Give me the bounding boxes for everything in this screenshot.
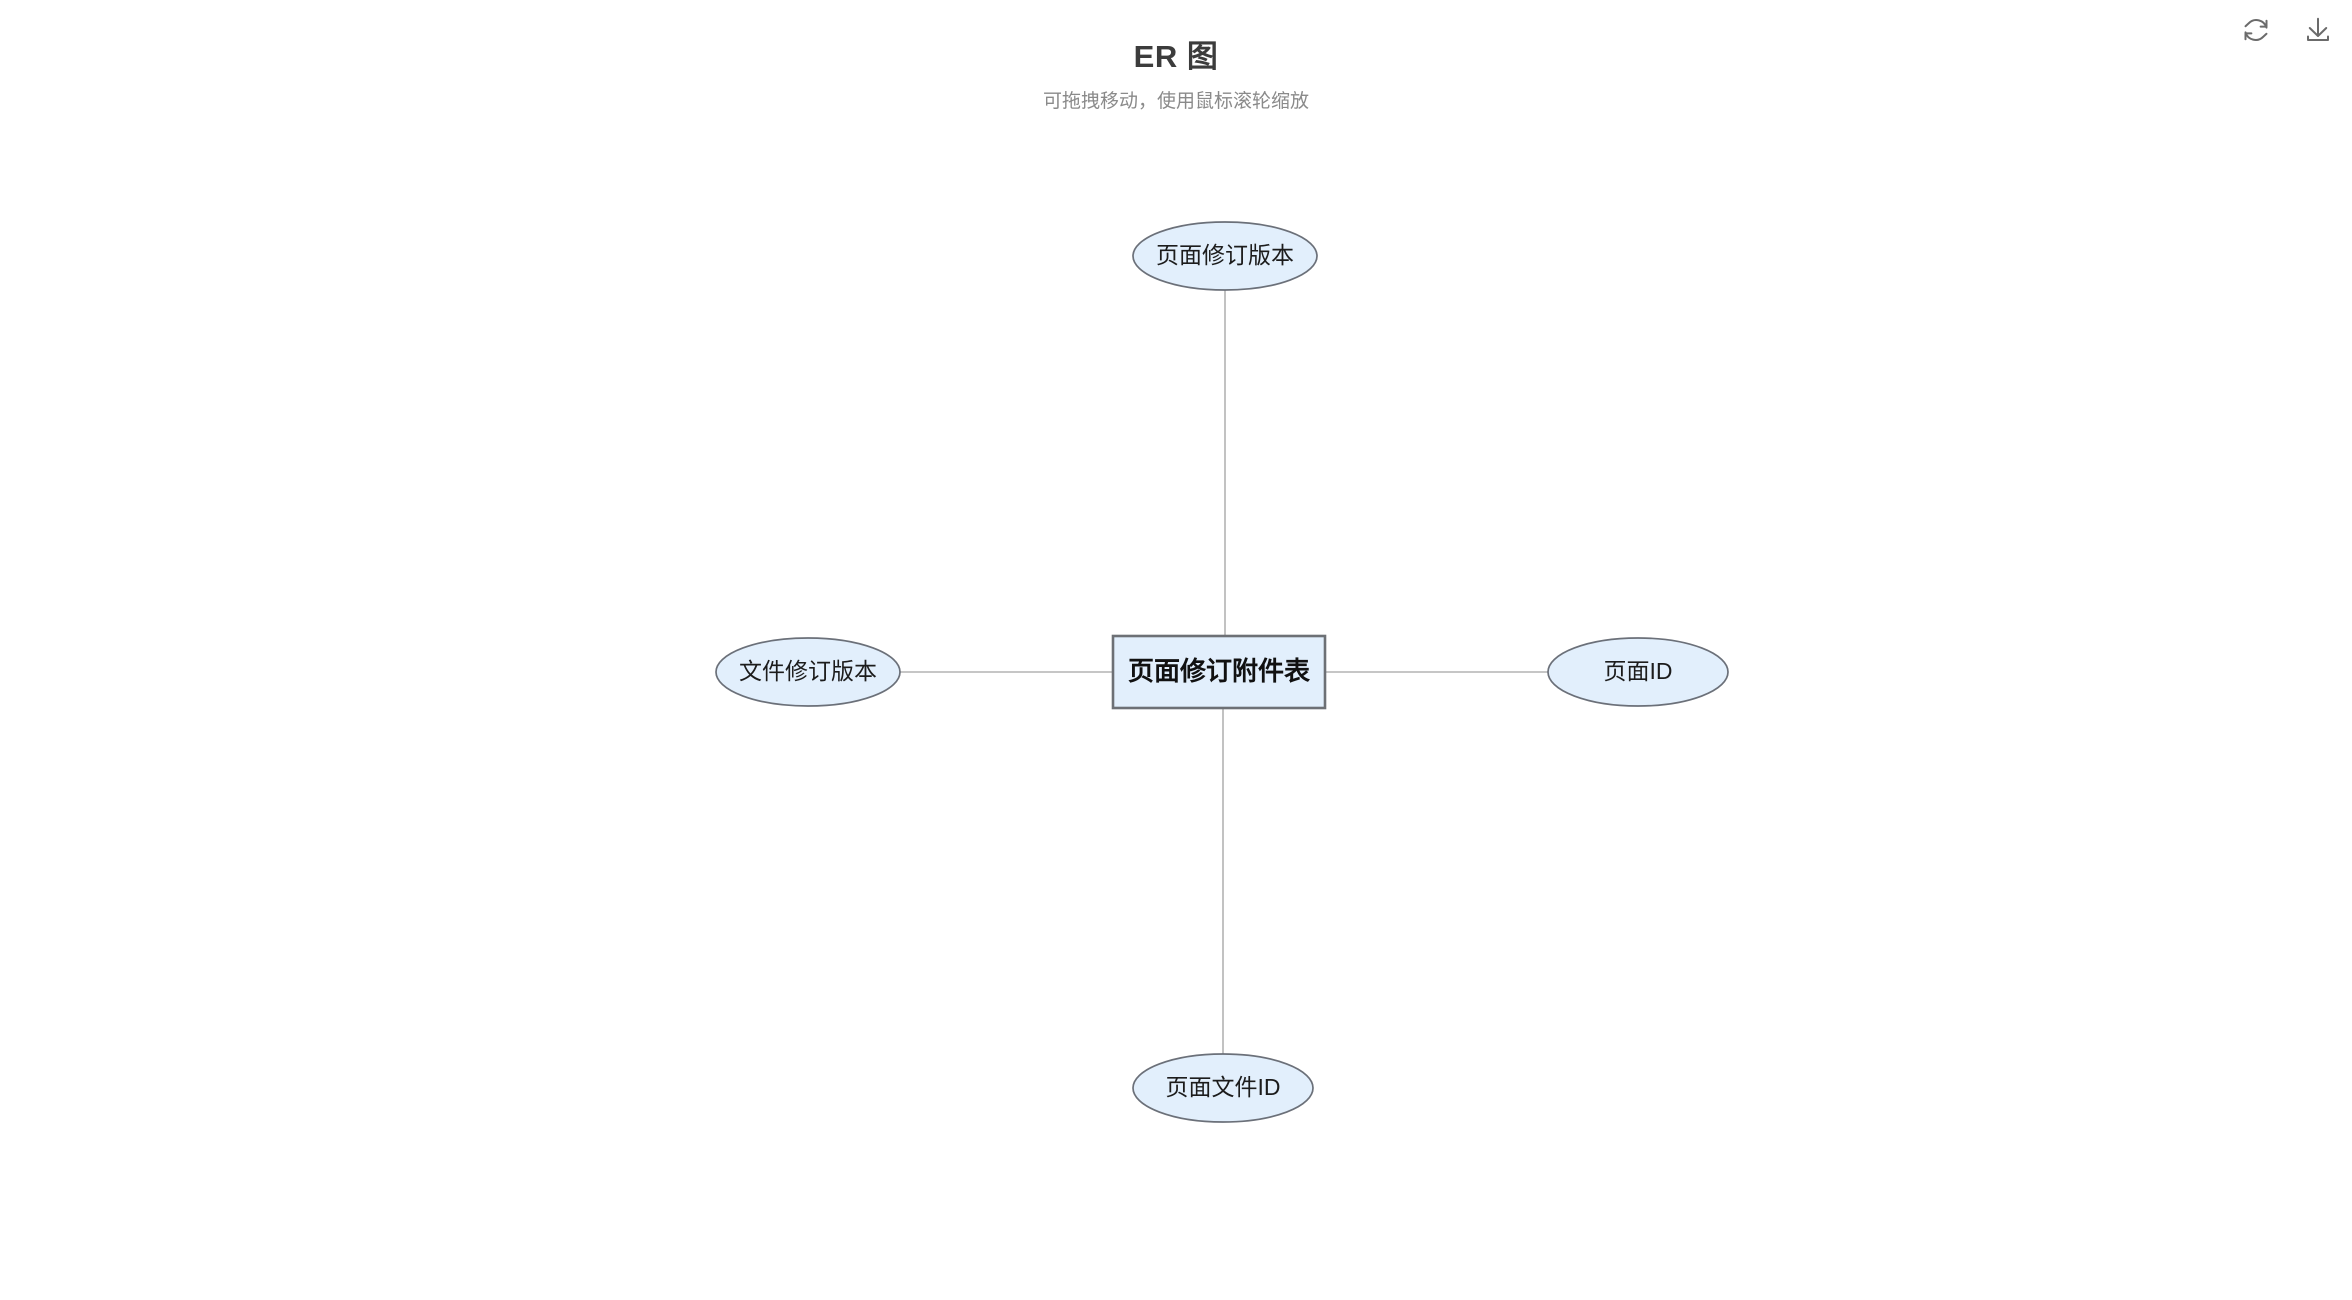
attribute-ellipse[interactable]	[1547, 637, 1729, 707]
entity-node[interactable]: 页面修订附件表	[1111, 634, 1327, 710]
download-icon	[2303, 15, 2333, 45]
attribute-node[interactable]: 页面ID	[1547, 637, 1729, 707]
attribute-ellipse[interactable]	[715, 637, 901, 707]
entity-rect[interactable]	[1111, 634, 1327, 710]
attribute-ellipse[interactable]	[1132, 1053, 1314, 1123]
attribute-ellipse[interactable]	[1132, 221, 1318, 291]
attribute-node[interactable]: 页面文件ID	[1132, 1053, 1314, 1123]
toolbar	[2236, 10, 2338, 50]
refresh-icon	[2241, 15, 2271, 45]
edge-group	[900, 290, 1548, 1054]
download-button[interactable]	[2298, 10, 2338, 50]
attribute-node[interactable]: 文件修订版本	[715, 637, 901, 707]
attribute-node[interactable]: 页面修订版本	[1132, 221, 1318, 291]
refresh-button[interactable]	[2236, 10, 2276, 50]
